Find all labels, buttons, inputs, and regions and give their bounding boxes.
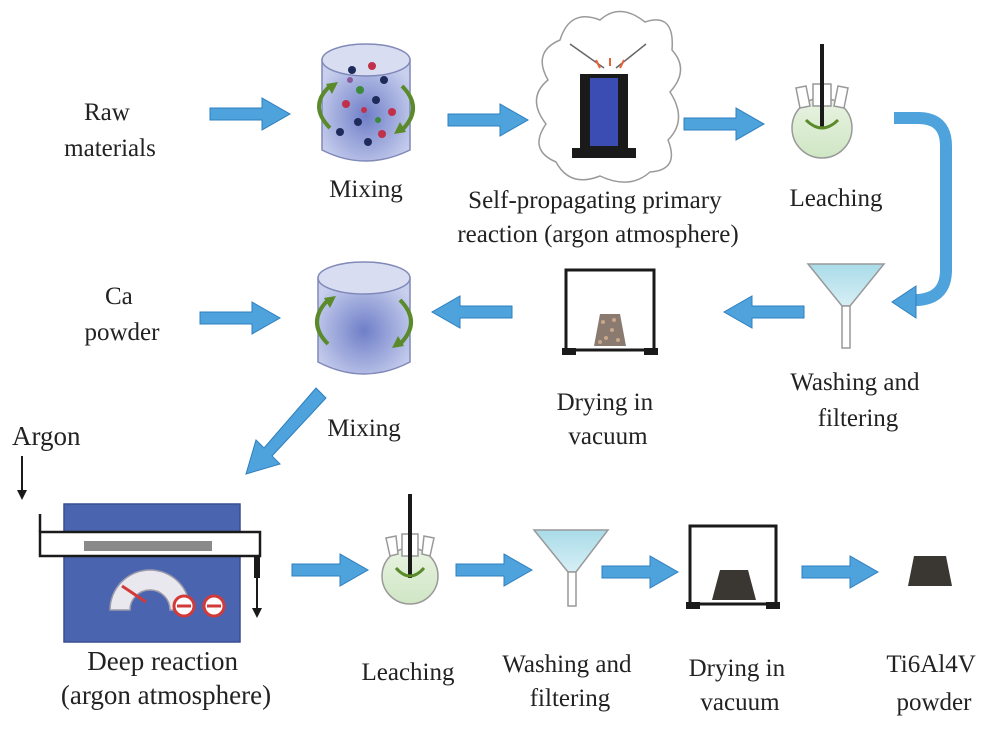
vacuum-oven-icon bbox=[686, 524, 780, 609]
filter-funnel-icon bbox=[806, 263, 886, 349]
mixing-cylinder-icon bbox=[317, 43, 415, 162]
label-drying-vacuum-2: Drying in vacuum bbox=[689, 655, 792, 716]
label-argon: Argon bbox=[12, 421, 81, 451]
label-drying-vacuum-1: Drying in vacuum bbox=[557, 389, 660, 450]
tube-furnace-icon bbox=[38, 503, 262, 643]
three-neck-flask-icon bbox=[791, 44, 853, 159]
crucible-reactor-icon bbox=[535, 10, 682, 183]
flow-arrow bbox=[430, 295, 513, 329]
flow-arrow bbox=[801, 555, 880, 589]
flow-arrow bbox=[722, 295, 805, 329]
flow-arrow bbox=[447, 103, 530, 137]
flow-arrow bbox=[199, 301, 282, 335]
flow-arrow bbox=[291, 553, 370, 587]
powder-pile-icon bbox=[908, 556, 952, 586]
label-leaching-1: Leaching bbox=[789, 185, 883, 212]
flow-arrow-diagonal bbox=[245, 387, 327, 475]
label-washing-filtering-1: Washing and filtering bbox=[790, 369, 925, 432]
label-ca-powder: Ca powder bbox=[85, 283, 161, 346]
filter-funnel-icon bbox=[532, 529, 610, 607]
label-deep-reaction: Deep reaction (argon atmosphere) bbox=[61, 646, 271, 710]
label-product: Ti6Al4V powder bbox=[886, 651, 981, 716]
vacuum-oven-icon bbox=[562, 268, 658, 355]
flow-arrow-head bbox=[891, 285, 917, 319]
flow-arrow bbox=[683, 107, 766, 141]
flow-arrow bbox=[455, 553, 534, 587]
mixing-cylinder-icon bbox=[315, 261, 413, 375]
flow-arrow bbox=[209, 97, 292, 131]
flow-arrow-curved bbox=[894, 112, 952, 306]
argon-inlet-arrowhead bbox=[17, 490, 27, 500]
label-leaching-2: Leaching bbox=[361, 659, 455, 686]
label-self-propagating: Self-propagating primary reaction (argon… bbox=[457, 187, 738, 248]
flow-arrow bbox=[601, 555, 680, 589]
three-neck-flask-icon bbox=[381, 494, 439, 605]
label-washing-filtering-2: Washing and filtering bbox=[502, 651, 637, 712]
label-mixing-1: Mixing bbox=[329, 176, 403, 203]
label-raw-materials: Raw materials bbox=[64, 99, 156, 162]
label-mixing-2: Mixing bbox=[327, 415, 401, 442]
